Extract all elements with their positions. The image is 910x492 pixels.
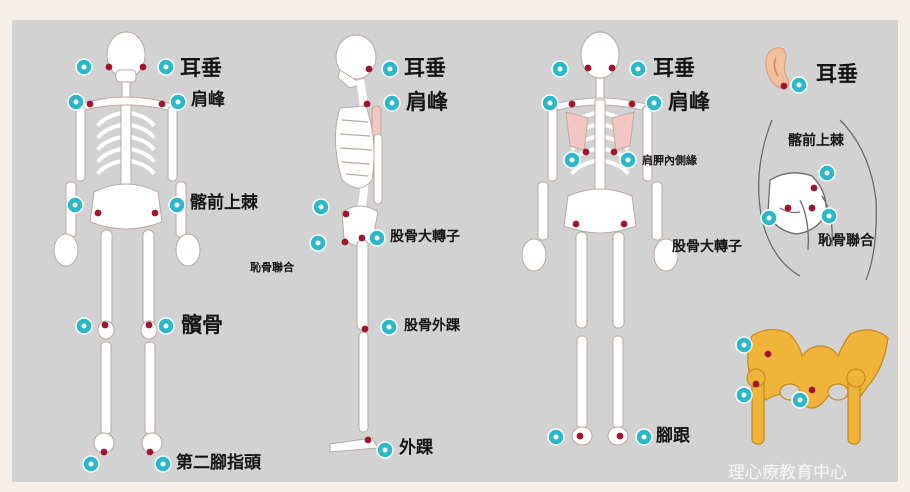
side-greater-trochanter-label: 股骨大轉子 [390,229,460,245]
side-lateral-malleolus-label: 外踝 [399,438,433,458]
hip-asis-label: 髂前上棘 [788,133,844,149]
side-lateral-condyle-label: 股骨外踝 [404,318,460,334]
front-second-toe-label: 第二腳指頭 [176,453,261,473]
pelvis-front-detail [735,328,889,445]
back-greater-trochanter-label: 股骨大轉子 [672,239,742,255]
ear-detail [765,47,808,94]
back-heel-label: 腳跟 [656,426,690,446]
front-asis-label: 髂前上棘 [190,193,258,213]
back-skeleton [521,31,679,446]
front-earlobe-label: 耳垂 [180,56,222,80]
back-acromion-label: 肩峰 [668,90,710,114]
background-panel [12,20,898,482]
back-earlobe-label: 耳垂 [653,56,695,80]
front-skeleton [53,31,201,454]
ear-earlobe-label: 耳垂 [816,62,858,86]
side-acromion-label: 肩峰 [406,90,448,114]
hip-side-detail [758,119,877,281]
front-patella-label: 髕骨 [181,313,223,337]
back-scapula-medial-label: 肩胛內側緣 [642,154,697,167]
hip-pubic-symphysis-label: 恥骨聯合 [818,233,874,249]
front-acromion-label: 肩峰 [191,90,225,110]
side-pubic-symphysis-label: 恥骨聯合 [250,261,294,274]
side-earlobe-label: 耳垂 [404,56,446,80]
watermark: 理心療教育中心 [728,463,847,483]
